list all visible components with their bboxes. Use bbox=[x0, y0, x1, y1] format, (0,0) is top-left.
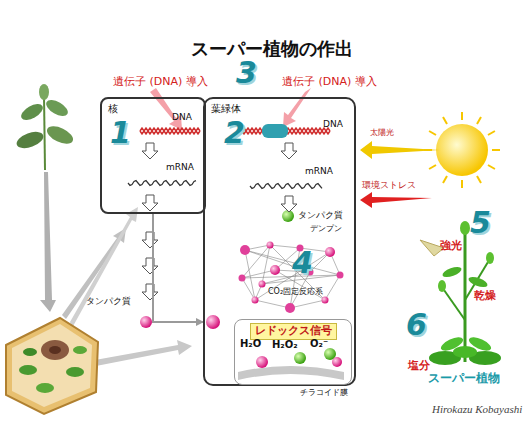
enzyme bbox=[322, 297, 329, 304]
enzyme bbox=[325, 247, 335, 257]
gene-transfer-label: 遺伝子 (DNA) 導入 bbox=[113, 76, 208, 89]
callout-number: 3 bbox=[236, 58, 257, 88]
molecule-label: H₂O bbox=[240, 338, 261, 350]
enzyme bbox=[239, 275, 246, 282]
plant-label: スーパー植物 bbox=[428, 372, 500, 386]
enzyme bbox=[259, 281, 266, 288]
enzyme bbox=[267, 242, 274, 249]
pathway-line bbox=[325, 275, 340, 300]
flow-arrow bbox=[142, 258, 158, 274]
sun-ray bbox=[488, 165, 495, 169]
pathway-line bbox=[242, 270, 275, 278]
signature: Hirokazu Kobayashi bbox=[432, 403, 522, 416]
input-label: 太陽光 bbox=[370, 128, 394, 137]
molecule-label: タンパク質 bbox=[86, 296, 131, 306]
stress-arrow bbox=[360, 192, 432, 208]
grey-arrow bbox=[95, 340, 192, 366]
sun-ray bbox=[488, 131, 495, 135]
pathway-line bbox=[242, 278, 255, 300]
protein-ball bbox=[282, 210, 294, 222]
flow-arrow bbox=[142, 284, 158, 300]
molecule-label: O₂⁻ bbox=[310, 338, 328, 350]
stress-label: 強光 bbox=[440, 240, 462, 253]
sun-ray bbox=[443, 176, 447, 183]
grey-arrow bbox=[40, 172, 56, 312]
molecule-label: mRNA bbox=[305, 166, 333, 176]
super-plant bbox=[429, 221, 501, 365]
protein-transport-arrow bbox=[153, 214, 203, 322]
thylakoid bbox=[238, 348, 344, 380]
plant-cell bbox=[6, 318, 98, 414]
flow-arrow bbox=[142, 232, 158, 248]
pathway-line bbox=[290, 300, 325, 308]
molecule-label: DNA bbox=[172, 112, 192, 122]
sun-ray bbox=[477, 117, 481, 124]
pathway-label: CO₂固定反応系 bbox=[268, 287, 323, 296]
compartment-label: 核 bbox=[108, 103, 118, 115]
protein-ball bbox=[140, 316, 152, 328]
sunlight-arrow bbox=[360, 141, 440, 159]
seedling bbox=[14, 84, 75, 170]
sun-ray bbox=[461, 180, 463, 188]
signal-label: レドックス信号 bbox=[250, 323, 337, 340]
sun-ray bbox=[461, 112, 463, 120]
enzyme bbox=[337, 272, 344, 279]
stress-label: 乾燥 bbox=[474, 290, 496, 303]
strand bbox=[128, 181, 196, 186]
grey-arrow bbox=[70, 207, 138, 328]
injection-arrow bbox=[283, 88, 311, 127]
gene-insert bbox=[262, 124, 288, 138]
callout-number: 1 bbox=[110, 118, 131, 148]
gene-transfer-label: 遺伝子 (DNA) 導入 bbox=[282, 76, 377, 89]
callout-number: 5 bbox=[470, 208, 491, 238]
callout-number: 4 bbox=[292, 248, 313, 278]
flow-arrow bbox=[142, 195, 158, 211]
enzyme bbox=[240, 245, 250, 255]
strand bbox=[140, 128, 200, 134]
molecule-label: mRNA bbox=[166, 162, 194, 172]
redox-region: レドックス信号 bbox=[234, 319, 352, 385]
stress-label: 塩分 bbox=[408, 360, 430, 373]
strand bbox=[250, 184, 322, 189]
molecule-label: DNA bbox=[323, 119, 343, 129]
sun-ray bbox=[443, 117, 447, 124]
sun-ray bbox=[477, 176, 481, 183]
injection-arrow bbox=[150, 88, 182, 130]
flow-arrow bbox=[142, 143, 158, 159]
enzyme bbox=[285, 303, 295, 313]
membrane-label: チラコイド膜 bbox=[300, 388, 348, 397]
pathway-line bbox=[262, 245, 270, 284]
metabolic-network bbox=[239, 242, 344, 314]
compartment-label: 葉緑体 bbox=[211, 103, 241, 115]
molecule-label: H₂O₂ bbox=[272, 339, 298, 351]
enzyme bbox=[270, 265, 280, 275]
molecule-label: デンプン bbox=[310, 224, 342, 233]
flow-arrow bbox=[281, 196, 297, 212]
input-label: 環境ストレス bbox=[362, 180, 416, 190]
molecule-label: タンパク質 bbox=[298, 210, 343, 220]
sun-ray bbox=[429, 131, 436, 135]
protein-ball bbox=[206, 315, 220, 329]
sun-ray bbox=[492, 149, 500, 151]
strand bbox=[140, 128, 200, 134]
callout-number: 6 bbox=[406, 310, 427, 340]
pathway-line bbox=[255, 300, 290, 308]
title: スーパー植物の作出 bbox=[191, 39, 353, 60]
sun-ray bbox=[429, 165, 436, 169]
flow-arrow bbox=[281, 143, 297, 159]
enzyme bbox=[252, 297, 259, 304]
callout-number: 2 bbox=[224, 118, 245, 148]
